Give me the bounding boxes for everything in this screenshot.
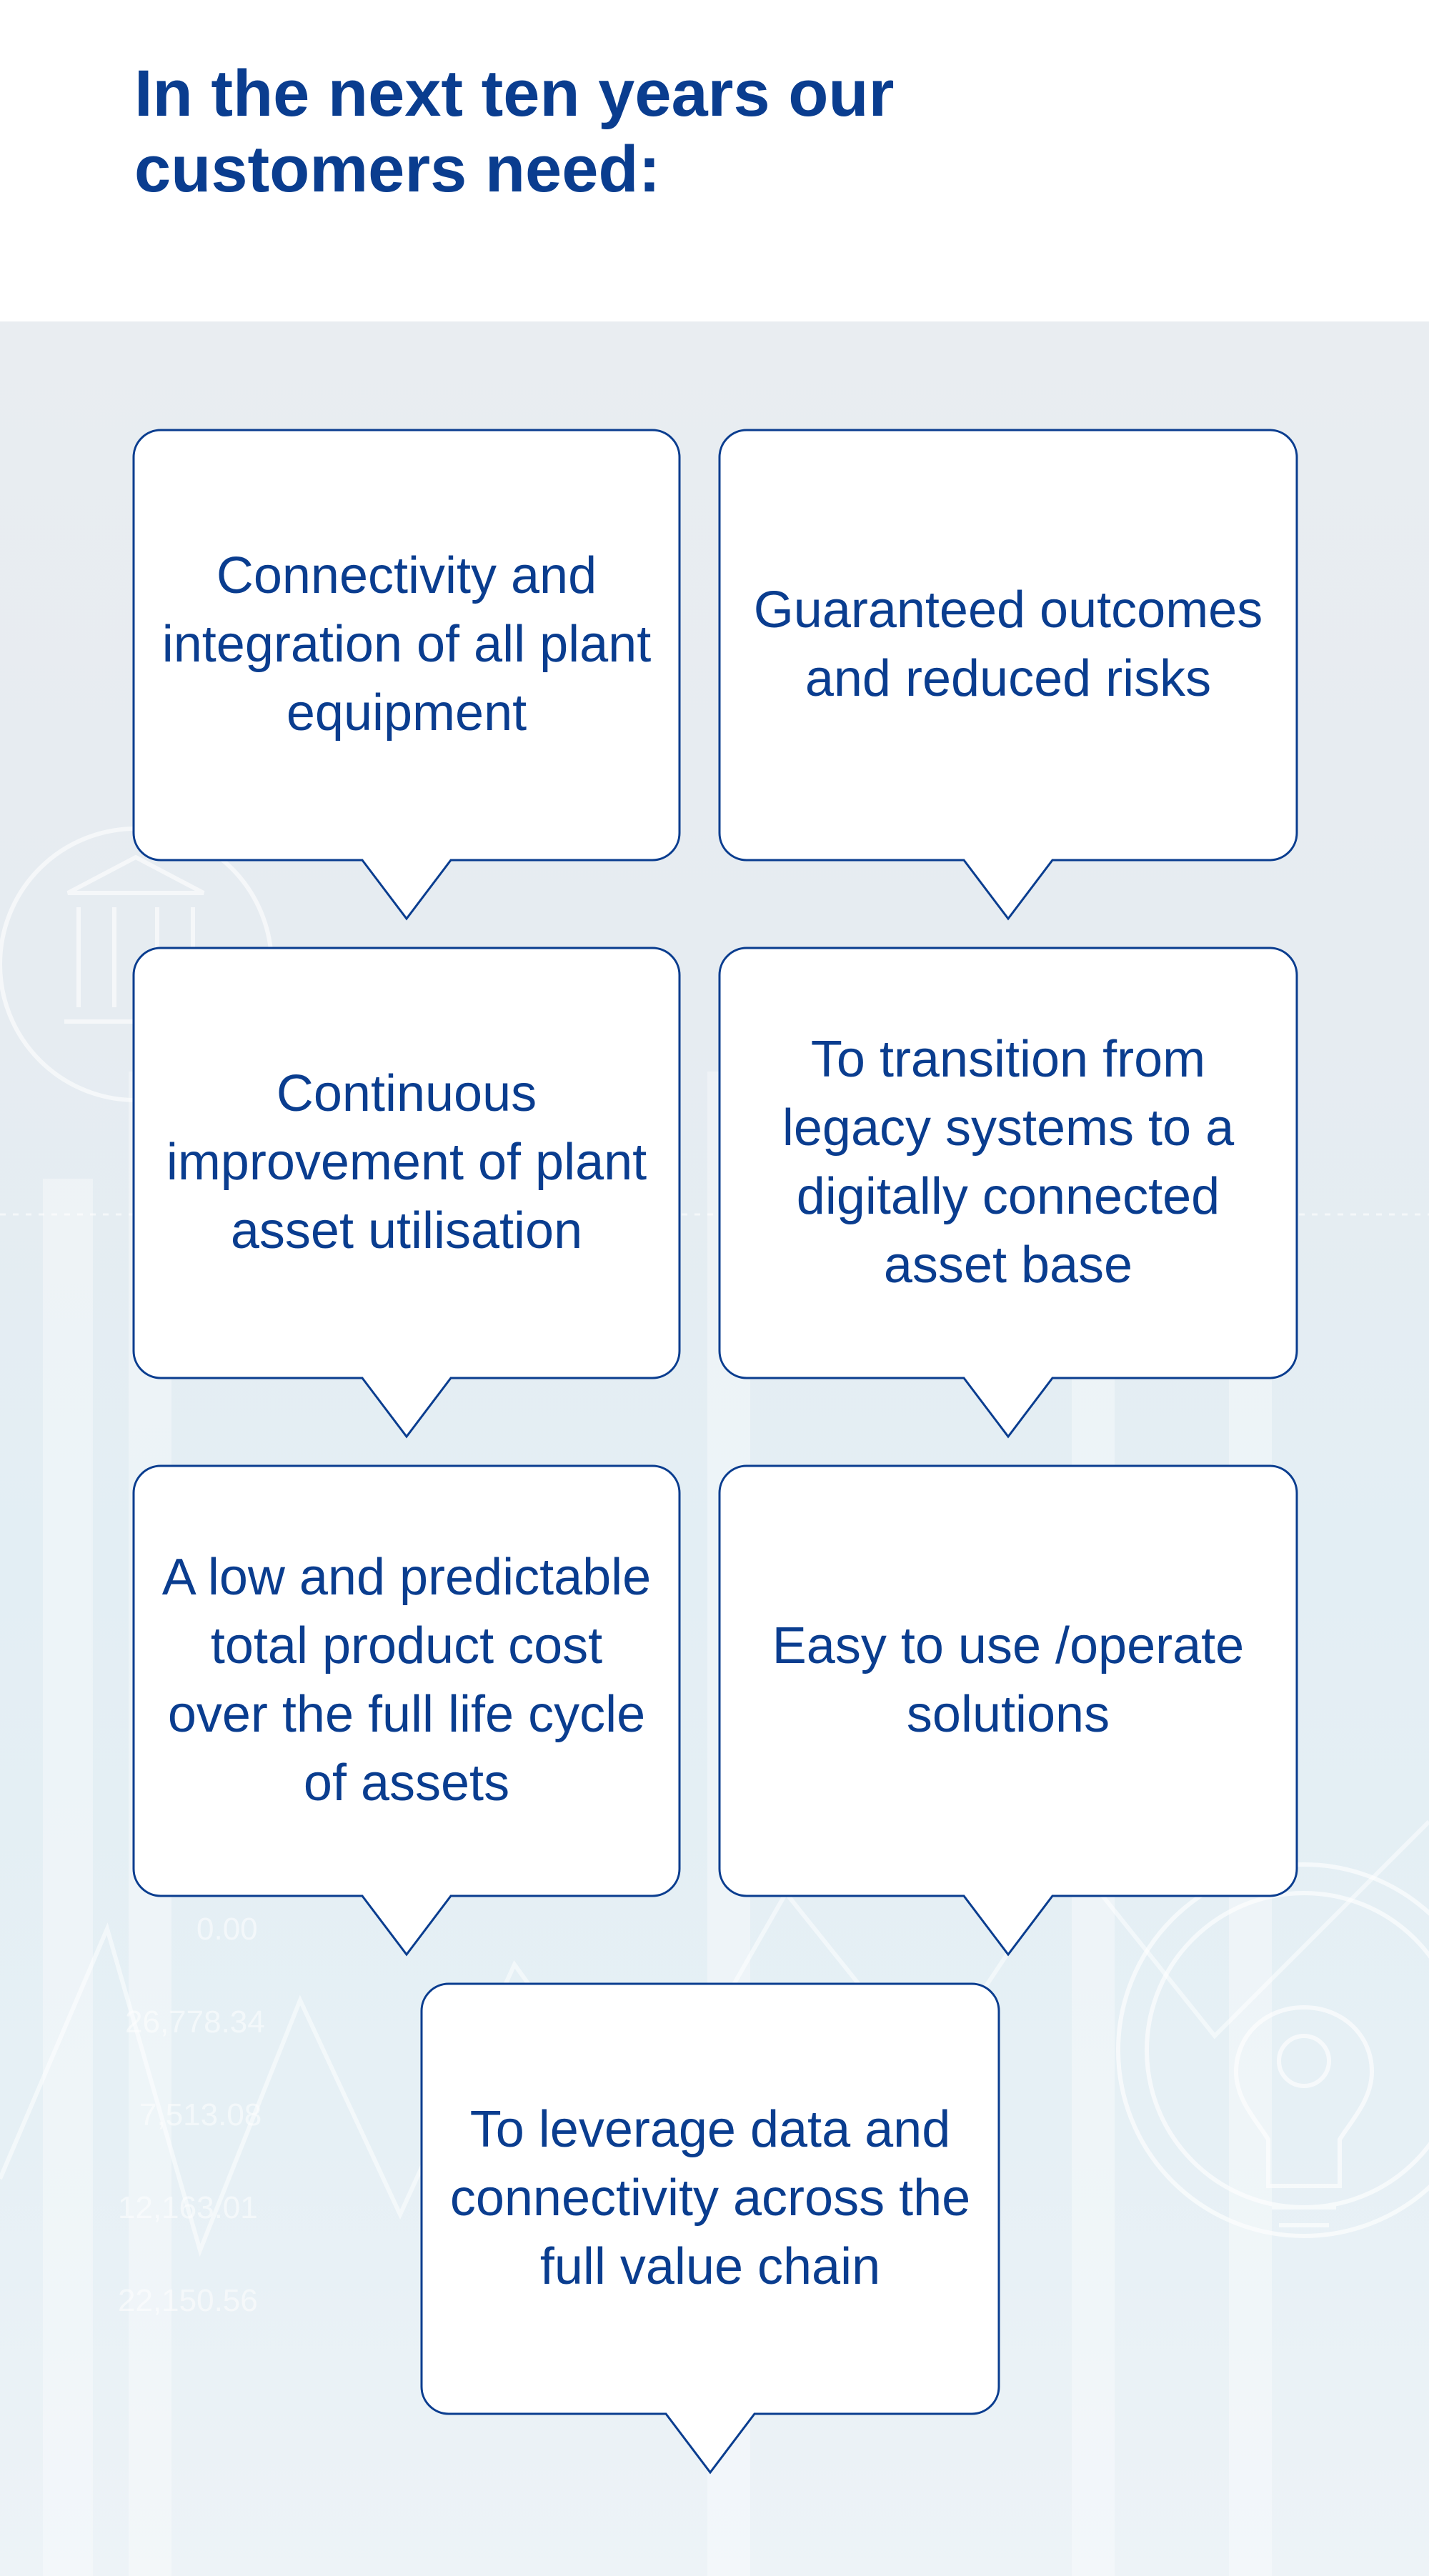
speech-bubble-shape	[718, 1464, 1298, 1957]
header: In the next ten years our customers need…	[0, 0, 1429, 321]
background-figure: 12,163.01	[118, 2190, 258, 2225]
need-text: To transition from legacy systems to a d…	[782, 1031, 1235, 1294]
background-figure: 7,513.08	[139, 2097, 262, 2132]
need-bubble: Continuous improvement of plant asset ut…	[132, 947, 681, 1439]
need-text: Connectivity and integration of all plan…	[161, 547, 652, 742]
speech-bubble-shape	[132, 1464, 681, 1957]
need-text: A low and predictable total product cost…	[161, 1549, 652, 1812]
background-figure: 26,778.34	[125, 2005, 265, 2040]
speech-bubble-shape	[420, 1982, 1000, 2475]
speech-bubble-shape	[132, 429, 681, 921]
speech-bubble-shape	[718, 947, 1298, 1439]
background-figures: 0.00 26,778.34 7,513.08 12,163.01 22,150…	[118, 1912, 265, 2318]
need-bubble: Guaranteed outcomes and reduced risks	[718, 429, 1298, 922]
need-bubble: To leverage data and connectivity across…	[420, 1982, 1000, 2475]
need-bubble: To transition from legacy systems to a d…	[718, 947, 1298, 1439]
speech-bubble-shape	[132, 947, 681, 1439]
need-bubble: Easy to use /operate solutions	[718, 1464, 1298, 1957]
background-figure: 22,150.56	[118, 2283, 258, 2318]
need-text: Guaranteed outcomes and reduced risks	[753, 581, 1263, 707]
page-title: In the next ten years our customers need…	[134, 57, 895, 206]
lightbulb-icon	[1116, 1862, 1429, 2238]
need-bubble: Connectivity and integration of all plan…	[132, 429, 681, 922]
background-figure: 0.00	[196, 1912, 258, 1947]
need-text: Continuous improvement of plant asset ut…	[166, 1065, 647, 1259]
need-bubble: A low and predictable total product cost…	[132, 1464, 681, 1957]
need-text: To leverage data and connectivity across…	[449, 2101, 971, 2295]
speech-bubble-shape	[718, 429, 1298, 921]
need-text: Easy to use /operate solutions	[772, 1617, 1245, 1743]
